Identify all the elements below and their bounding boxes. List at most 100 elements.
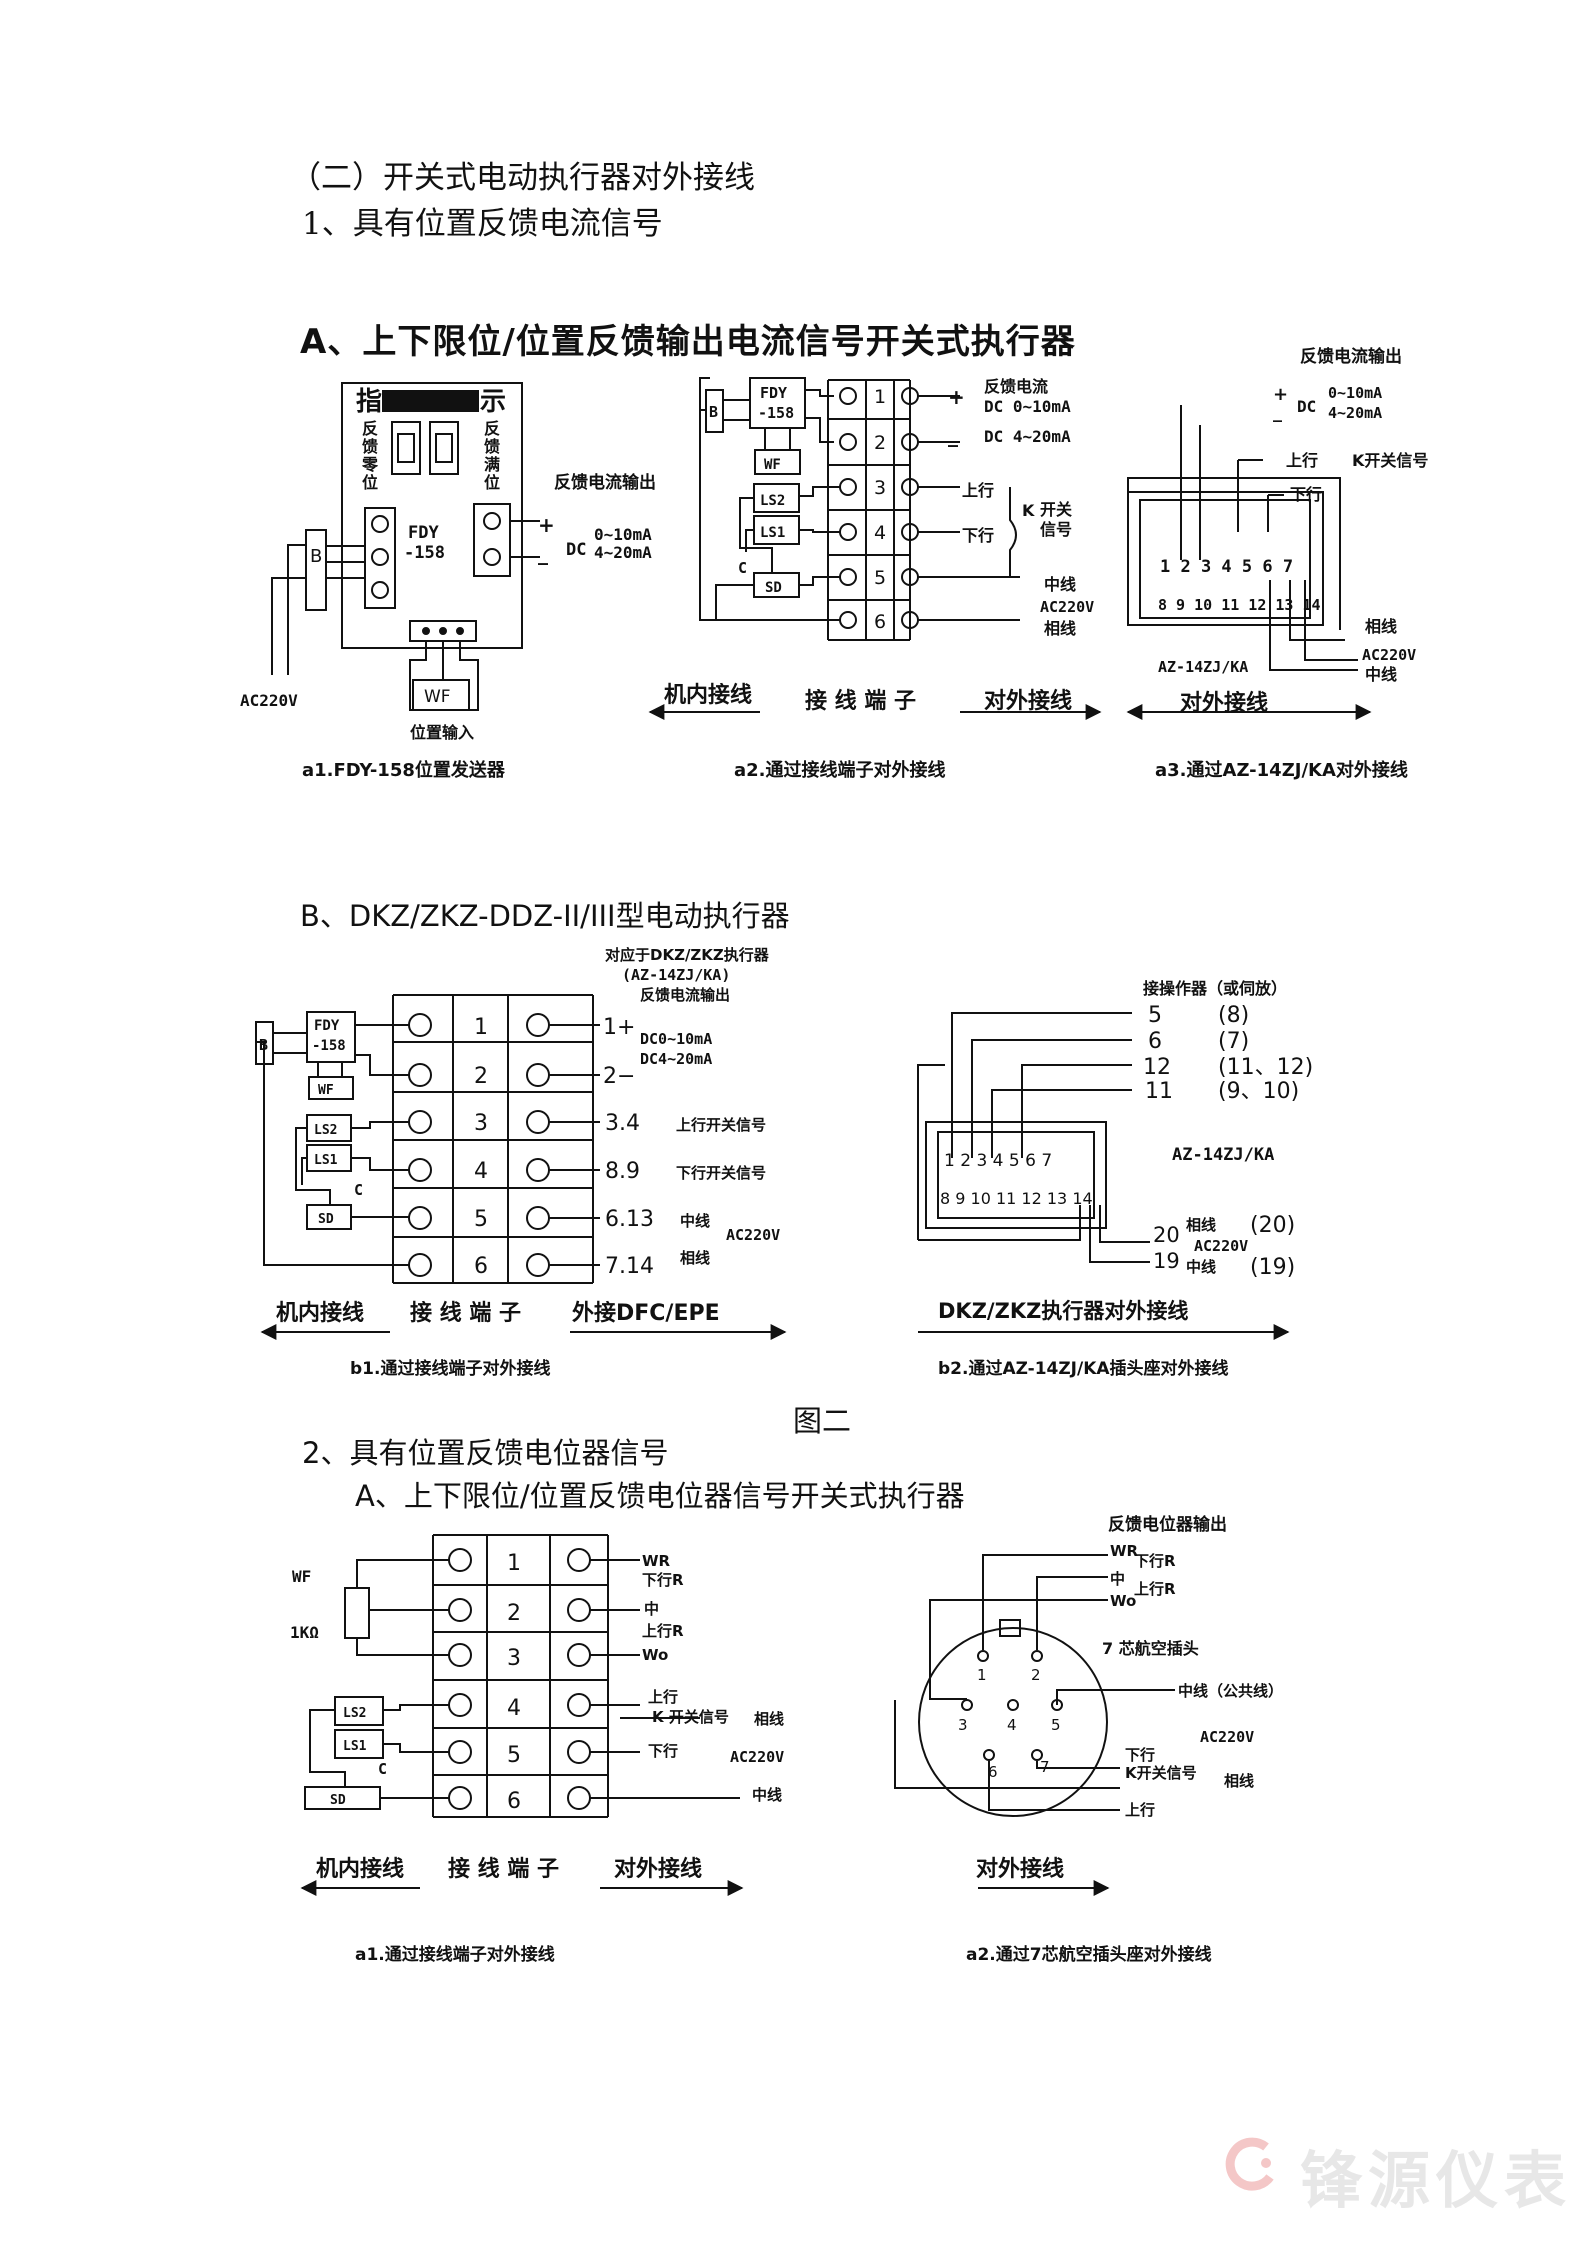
svg-text:上行R: 上行R (1134, 1580, 1176, 1598)
svg-text:DC: DC (1297, 397, 1316, 416)
svg-text:AC220V: AC220V (726, 1226, 780, 1244)
svg-text:5: 5 (507, 1743, 521, 1768)
svg-text:K: K (1022, 501, 1035, 520)
svg-text:B: B (310, 546, 322, 567)
svg-text:位置输入: 位置输入 (410, 723, 474, 742)
svg-text:_: _ (1273, 402, 1282, 423)
svg-text:19: 19 (1153, 1249, 1180, 1273)
svg-text:a2.通过7芯航空插头座对外接线: a2.通过7芯航空插头座对外接线 (966, 1944, 1212, 1965)
watermark-text: 锋源仪表 (1300, 2144, 1573, 2217)
svg-text:反馈电流输出: 反馈电流输出 (640, 986, 730, 1004)
svg-text:上行: 上行 (648, 1688, 678, 1706)
svg-text:AZ-14ZJ/KA: AZ-14ZJ/KA (1158, 658, 1248, 676)
svg-text:6: 6 (1148, 1029, 1162, 1054)
svg-text:AC220V: AC220V (1040, 598, 1094, 616)
svg-text:12: 12 (1143, 1055, 1171, 1080)
svg-text:2: 2 (1031, 1666, 1041, 1684)
svg-text:DC4~20mA: DC4~20mA (640, 1050, 712, 1068)
figure-caption: 图二 (793, 1404, 852, 1438)
svg-text:6.13: 6.13 (605, 1207, 654, 1232)
svg-text:相线: 相线 (1044, 619, 1076, 638)
svg-text:上行: 上行 (962, 481, 994, 500)
svg-text:对应于DKZ/ZKZ执行器: 对应于DKZ/ZKZ执行器 (605, 946, 770, 964)
svg-text:1: 1 (977, 1666, 987, 1684)
svg-text:FDY: FDY (760, 384, 787, 402)
svg-text:下行: 下行 (648, 1742, 678, 1760)
svg-text:对外接线: 对外接线 (976, 1856, 1064, 1882)
svg-text:中线: 中线 (1044, 575, 1076, 594)
svg-text:Wo: Wo (642, 1646, 668, 1664)
svg-text:(9、10): (9、10) (1218, 1079, 1299, 1104)
svg-text:指: 指 (356, 387, 382, 417)
diagram-b2 (917, 1012, 1290, 1340)
svg-text:对外接线: 对外接线 (984, 688, 1072, 714)
svg-text:(11、12): (11、12) (1218, 1055, 1313, 1080)
svg-text:相线: 相线 (1365, 617, 1397, 636)
svg-text:1: 1 (474, 1015, 488, 1040)
svg-text:3: 3 (874, 477, 886, 499)
svg-text:K开关信号: K开关信号 (1125, 1764, 1197, 1782)
svg-text:馈: 馈 (484, 437, 500, 456)
svg-text:3: 3 (958, 1716, 968, 1734)
svg-text:上行R: 上行R (642, 1622, 684, 1640)
svg-text:信号: 信号 (1040, 520, 1072, 539)
b2-text: 接操作器（或伺放） 5 (8) 6 (7) 12 (11、12) 11 (9、1… (938, 979, 1313, 1379)
svg-text:AZ-14ZJ/KA: AZ-14ZJ/KA (1172, 1145, 1274, 1165)
svg-text:下行: 下行 (1290, 485, 1322, 504)
svg-text:DC: DC (566, 540, 586, 560)
c2-text: 反馈电位器输出 WR 下行R 中 上行R Wo 7 芯航空插头 1 2 3 4 … (958, 1514, 1283, 1965)
svg-text:B: B (709, 403, 718, 421)
svg-text:机内接线: 机内接线 (276, 1300, 364, 1326)
c1-text: WF 1KΩ 1 2 3 4 5 6 WR 下行R 中 上行R Wo 上行 K … (290, 1551, 784, 1965)
svg-text:1: 1 (874, 386, 886, 408)
figure-a-title: A、上下限位/位置反馈输出电流信号开关式执行器 (300, 322, 1076, 362)
svg-text:11: 11 (1145, 1079, 1173, 1104)
svg-text:反: 反 (484, 419, 500, 438)
svg-text:+: + (1273, 384, 1288, 405)
diagram-a2 (648, 377, 1102, 720)
svg-text:1 2 3 4 5 6 7: 1 2 3 4 5 6 7 (1160, 557, 1293, 577)
svg-text:6: 6 (507, 1789, 521, 1814)
svg-text:AC220V: AC220V (730, 1748, 784, 1766)
svg-text:AC220V: AC220V (1194, 1237, 1248, 1255)
svg-text:1: 1 (507, 1551, 521, 1576)
svg-text:7: 7 (1040, 1758, 1050, 1776)
svg-text:6: 6 (988, 1763, 998, 1781)
svg-text:C: C (378, 1760, 387, 1778)
svg-text:WR: WR (642, 1552, 671, 1570)
svg-text:LS2: LS2 (343, 1706, 366, 1721)
svg-text:1+: 1+ (603, 1015, 635, 1040)
svg-text:+: + (538, 513, 555, 537)
svg-text:反馈电流: 反馈电流 (984, 377, 1048, 396)
svg-text:5: 5 (874, 567, 886, 589)
svg-text:接 线 端 子: 接 线 端 子 (805, 688, 916, 714)
svg-text:C: C (354, 1181, 363, 1199)
svg-text:WF: WF (318, 1083, 334, 1098)
svg-text:5: 5 (1051, 1716, 1061, 1734)
svg-text:4: 4 (474, 1159, 488, 1184)
svg-text:K 开关信号: K 开关信号 (652, 1708, 729, 1726)
svg-text:6: 6 (474, 1254, 488, 1279)
svg-text:7.14: 7.14 (605, 1254, 654, 1279)
svg-text:4: 4 (507, 1696, 521, 1721)
svg-text:1KΩ: 1KΩ (290, 1623, 319, 1642)
svg-text:5: 5 (474, 1207, 488, 1232)
svg-text:中线（公共线）: 中线（公共线） (1178, 1682, 1283, 1700)
svg-text:接操作器（或伺放）: 接操作器（或伺放） (1143, 979, 1287, 998)
svg-text:a3.通过AZ-14ZJ/KA对外接线: a3.通过AZ-14ZJ/KA对外接线 (1155, 759, 1408, 781)
svg-text:a2.通过接线端子对外接线: a2.通过接线端子对外接线 (734, 759, 946, 781)
b1-text: 对应于DKZ/ZKZ执行器 (AZ-14ZJ/KA) 反馈电流输出 B FDY … (259, 946, 780, 1379)
subsection-heading-2: 2、具有位置反馈电位器信号 (302, 1436, 669, 1470)
svg-text:外接DFC/EPE: 外接DFC/EPE (572, 1300, 720, 1326)
svg-text:相线: 相线 (1186, 1216, 1216, 1234)
svg-text:4: 4 (1007, 1716, 1017, 1734)
svg-text:相线: 相线 (680, 1249, 710, 1267)
svg-text:2: 2 (874, 432, 886, 454)
svg-text:7 芯航空插头: 7 芯航空插头 (1102, 1639, 1199, 1658)
svg-text:中线: 中线 (1186, 1258, 1216, 1276)
watermark-logo-icon (1222, 2135, 1282, 2195)
diagram-b1 (255, 994, 787, 1340)
svg-text:位: 位 (362, 473, 378, 492)
svg-text:3.4: 3.4 (605, 1111, 640, 1136)
svg-text:B: B (259, 1036, 268, 1054)
